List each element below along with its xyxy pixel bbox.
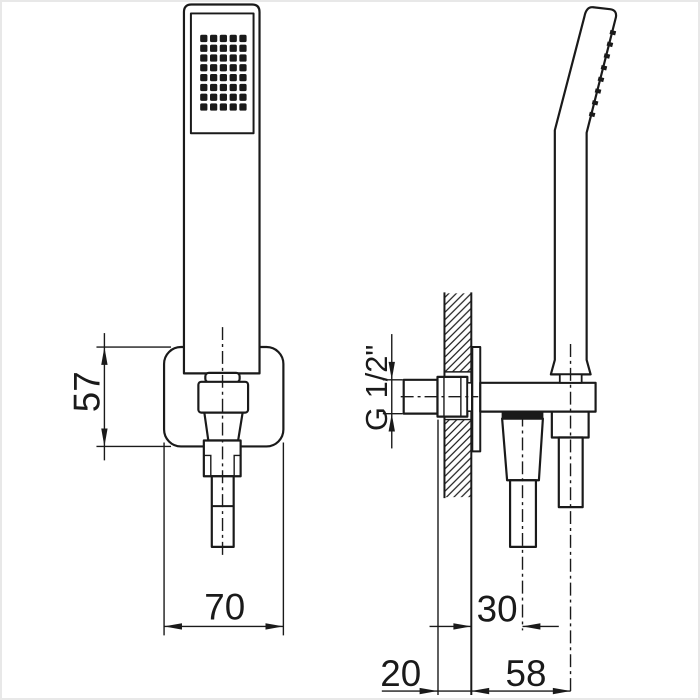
nozzle-dot	[219, 73, 228, 82]
nozzle-dot	[239, 34, 247, 43]
nozzle-dot	[219, 54, 228, 62]
nozzle-dot	[210, 54, 218, 62]
dim-wall-to-hose-label: 58	[506, 653, 547, 694]
nozzle-dot	[200, 44, 208, 52]
dim-thread-size: G 1/2"	[359, 334, 403, 449]
side-nozzle-tick	[609, 29, 617, 36]
nozzle-dot	[200, 34, 208, 43]
side-nozzle-tick	[591, 100, 599, 106]
side-nozzle-tick	[594, 88, 602, 94]
nozzle-dot	[239, 44, 247, 52]
side-bracket-plate-edge	[471, 346, 482, 453]
side-view	[400, 6, 618, 696]
nozzle-dot	[239, 54, 247, 62]
dim-bottom-chain: 20 58	[380, 419, 571, 696]
side-nozzle-tick	[600, 65, 608, 71]
nozzle-dot	[200, 93, 208, 101]
side-nozzle-tick	[588, 111, 596, 118]
side-nozzle-tick	[606, 41, 614, 48]
nozzle-dot	[239, 103, 247, 111]
nozzle-dot	[210, 73, 218, 82]
nozzle-dot	[219, 83, 228, 92]
front-dimensions: 57 70	[66, 333, 285, 636]
dim-bracket-height-label: 57	[66, 371, 107, 412]
nozzle-dot	[229, 103, 237, 111]
nozzle-dot	[229, 34, 237, 43]
nozzle-dot	[200, 73, 208, 82]
front-cone	[203, 411, 244, 442]
nozzle-dot	[219, 103, 228, 111]
front-hose-sleeve-step	[203, 454, 241, 477]
nozzle-dot	[200, 83, 208, 92]
dim-bracket-width: 70	[163, 442, 285, 636]
nozzle-dot	[210, 44, 218, 52]
side-nozzle-profile-ticks	[588, 29, 617, 118]
nozzle-dot	[229, 73, 237, 82]
dim-wall-to-inlet-label: 30	[477, 588, 518, 629]
nozzle-dot	[219, 93, 228, 101]
nozzle-dot	[210, 64, 218, 72]
nozzle-dot	[229, 83, 237, 92]
nozzle-dot	[239, 83, 247, 92]
nozzle-dot	[210, 93, 218, 101]
front-view	[162, 3, 285, 558]
side-bracket-arm	[479, 381, 597, 413]
side-nozzle-tick	[603, 53, 611, 59]
nozzle-dot	[200, 54, 208, 62]
nozzle-dot	[210, 83, 218, 92]
nozzle-dot	[210, 103, 218, 111]
nozzle-dot	[229, 54, 237, 62]
front-spray-faceplate	[189, 12, 255, 135]
nozzle-dot	[229, 93, 237, 101]
dim-bracket-width-label: 70	[204, 586, 245, 627]
nozzle-dot	[200, 103, 208, 111]
dim-thread-size-label: G 1/2"	[359, 345, 394, 431]
dim-fitting-projection-label: 20	[380, 653, 421, 694]
side-nozzle-tick	[597, 76, 605, 83]
nozzle-dot	[219, 44, 228, 52]
nozzle-dot	[229, 64, 237, 72]
nozzle-dot	[229, 44, 237, 52]
nozzle-dot	[239, 93, 247, 101]
nozzle-dot	[200, 64, 208, 72]
nozzle-dot	[219, 34, 228, 43]
dim-wall-to-inlet: 30	[429, 588, 559, 630]
wall-hatch-lower	[444, 419, 472, 498]
nozzle-dot	[210, 34, 218, 43]
side-dimensions: G 1/2" 30 20 58	[359, 334, 571, 696]
dim-bracket-height: 57	[66, 333, 172, 461]
wall-hatch-upper	[444, 293, 472, 372]
side-handshower-body	[549, 6, 618, 376]
nozzle-dot	[219, 64, 228, 72]
nozzle-dot	[239, 64, 247, 72]
nozzle-dot	[239, 73, 247, 82]
front-nozzle-grid	[200, 34, 247, 111]
